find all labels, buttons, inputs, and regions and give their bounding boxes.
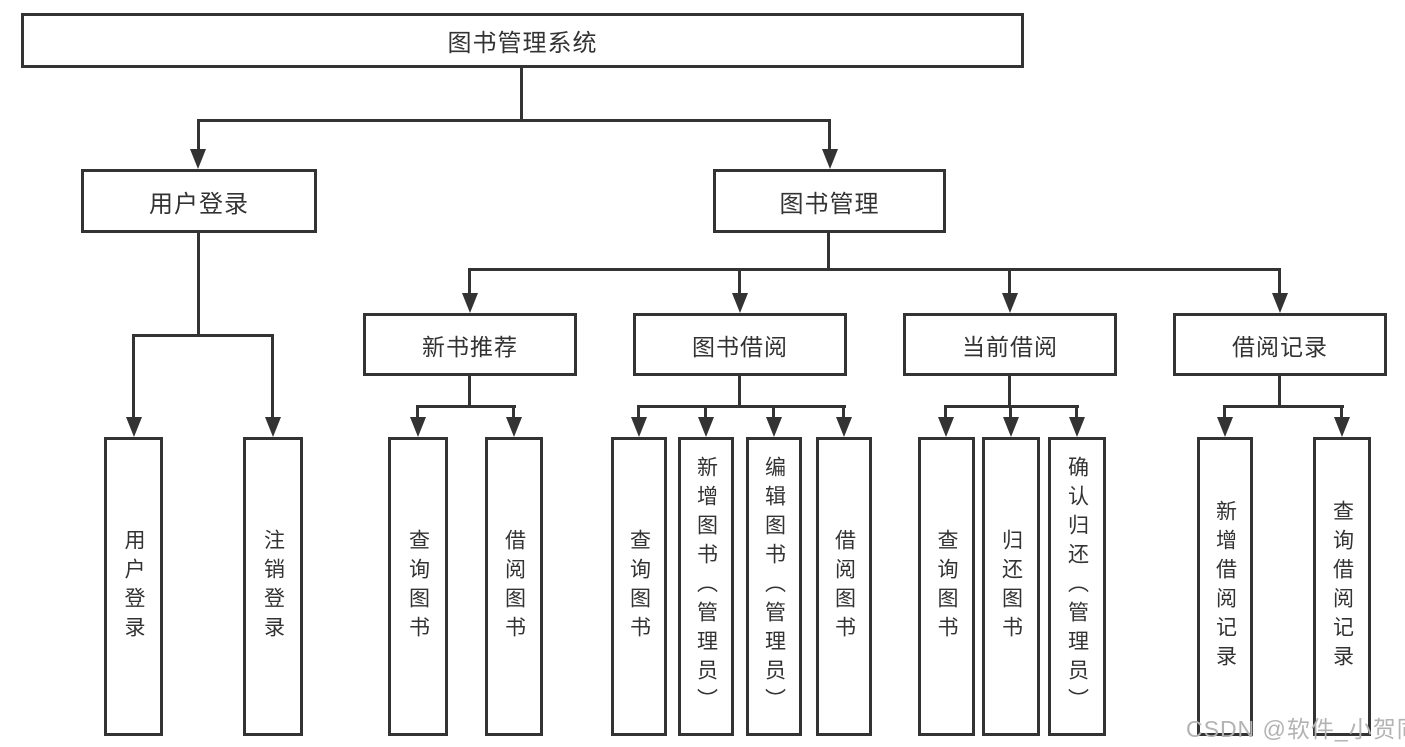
- node-current-borrowing: 当前借阅: [903, 313, 1117, 376]
- connector-line-v: [520, 66, 523, 120]
- arrow-down-icon: [1069, 417, 1085, 437]
- connector-line-v: [1075, 405, 1078, 419]
- node-leaf-add-books-admin: 新增图书（管理员）: [678, 437, 734, 736]
- connector-line-h: [637, 405, 846, 408]
- connector-line-v: [1278, 268, 1281, 295]
- connector-line-v: [197, 231, 200, 336]
- connector-line-h: [416, 405, 516, 408]
- arrow-down-icon: [1002, 293, 1018, 313]
- node-leaf-query-books-borrowing: 查询图书: [611, 437, 667, 736]
- arrow-down-icon: [938, 417, 954, 437]
- arrow-down-icon: [1217, 417, 1233, 437]
- arrow-down-icon: [698, 417, 714, 437]
- node-leaf-borrow-books: 借阅图书: [816, 437, 872, 736]
- connector-line-v: [637, 405, 640, 419]
- leaf-label: 用户登录: [122, 528, 145, 645]
- connector-line-v: [828, 119, 831, 152]
- leaf-label: 借阅图书: [502, 528, 526, 645]
- leaf-label: 查询图书: [935, 528, 958, 645]
- arrow-down-icon: [766, 417, 782, 437]
- arrow-down-icon: [190, 149, 206, 169]
- arrow-down-icon: [1272, 293, 1288, 313]
- connector-line-v: [468, 374, 471, 408]
- node-leaf-query-books-recommend: 查询图书: [388, 437, 448, 736]
- leaf-label: 查询图书: [406, 528, 430, 645]
- node-leaf-logout: 注销登录: [243, 437, 303, 736]
- watermark: CSDN @软件_小贺同学: [1186, 716, 1405, 742]
- connector-line-v: [1340, 405, 1343, 419]
- leaf-label: 确认归还（管理员）: [1065, 456, 1089, 717]
- connector-line-v: [944, 405, 947, 419]
- connector-line-h: [132, 334, 274, 337]
- connector-line-v: [468, 268, 471, 295]
- connector-line-v: [704, 405, 707, 419]
- node-new-book-recommend: 新书推荐: [363, 313, 577, 376]
- connector-line-h: [468, 268, 1281, 271]
- node-borrowing-records: 借阅记录: [1173, 313, 1387, 376]
- node-leaf-user-login: 用户登录: [104, 437, 163, 736]
- leaf-label: 新增图书（管理员）: [694, 456, 718, 717]
- leaf-label: 新增借阅记录: [1213, 499, 1237, 674]
- leaf-label: 注销登录: [261, 528, 285, 645]
- connector-line-h: [197, 119, 831, 122]
- arrow-down-icon: [410, 417, 426, 437]
- connector-line-v: [512, 405, 515, 419]
- node-leaf-confirm-return-admin: 确认归还（管理员）: [1048, 437, 1106, 736]
- leaf-label: 归还图书: [999, 528, 1023, 645]
- arrow-down-icon: [732, 293, 748, 313]
- leaf-label: 查询借阅记录: [1330, 499, 1354, 674]
- node-leaf-query-borrow-record: 查询借阅记录: [1313, 437, 1371, 736]
- connector-line-v: [132, 334, 135, 420]
- node-leaf-edit-books-admin: 编辑图书（管理员）: [746, 437, 802, 736]
- arrow-down-icon: [126, 417, 142, 437]
- node-book-management: 图书管理: [713, 169, 946, 233]
- connector-line-v: [416, 405, 419, 419]
- connector-line-v: [1008, 374, 1011, 408]
- node-leaf-add-borrow-record: 新增借阅记录: [1197, 437, 1253, 736]
- connector-line-h: [1223, 405, 1344, 408]
- leaf-label: 查询图书: [627, 528, 651, 645]
- node-user-login: 用户登录: [81, 169, 317, 233]
- arrow-down-icon: [1003, 417, 1019, 437]
- connector-line-v: [1223, 405, 1226, 419]
- arrow-down-icon: [265, 417, 281, 437]
- arrow-down-icon: [1334, 417, 1350, 437]
- connector-line-v: [1278, 374, 1281, 408]
- connector-line-v: [1008, 268, 1011, 295]
- arrow-down-icon: [631, 417, 647, 437]
- connector-line-v: [827, 231, 830, 271]
- node-leaf-return-books: 归还图书: [982, 437, 1040, 736]
- leaf-label: 借阅图书: [832, 528, 856, 645]
- connector-line-v: [271, 334, 274, 420]
- connector-line-v: [738, 268, 741, 295]
- connector-line-v: [842, 405, 845, 419]
- leaf-label: 编辑图书（管理员）: [762, 456, 786, 717]
- node-leaf-borrow-books-recommend: 借阅图书: [485, 437, 543, 736]
- node-book-borrowing: 图书借阅: [633, 313, 847, 376]
- arrow-down-icon: [836, 417, 852, 437]
- arrow-down-icon: [822, 149, 838, 169]
- arrow-down-icon: [462, 293, 478, 313]
- node-library-system: 图书管理系统: [21, 13, 1024, 68]
- connector-line-v: [772, 405, 775, 419]
- connector-line-v: [1009, 405, 1012, 419]
- connector-line-v: [197, 119, 200, 152]
- connector-line-v: [738, 374, 741, 408]
- node-leaf-query-books-current: 查询图书: [918, 437, 975, 736]
- arrow-down-icon: [506, 417, 522, 437]
